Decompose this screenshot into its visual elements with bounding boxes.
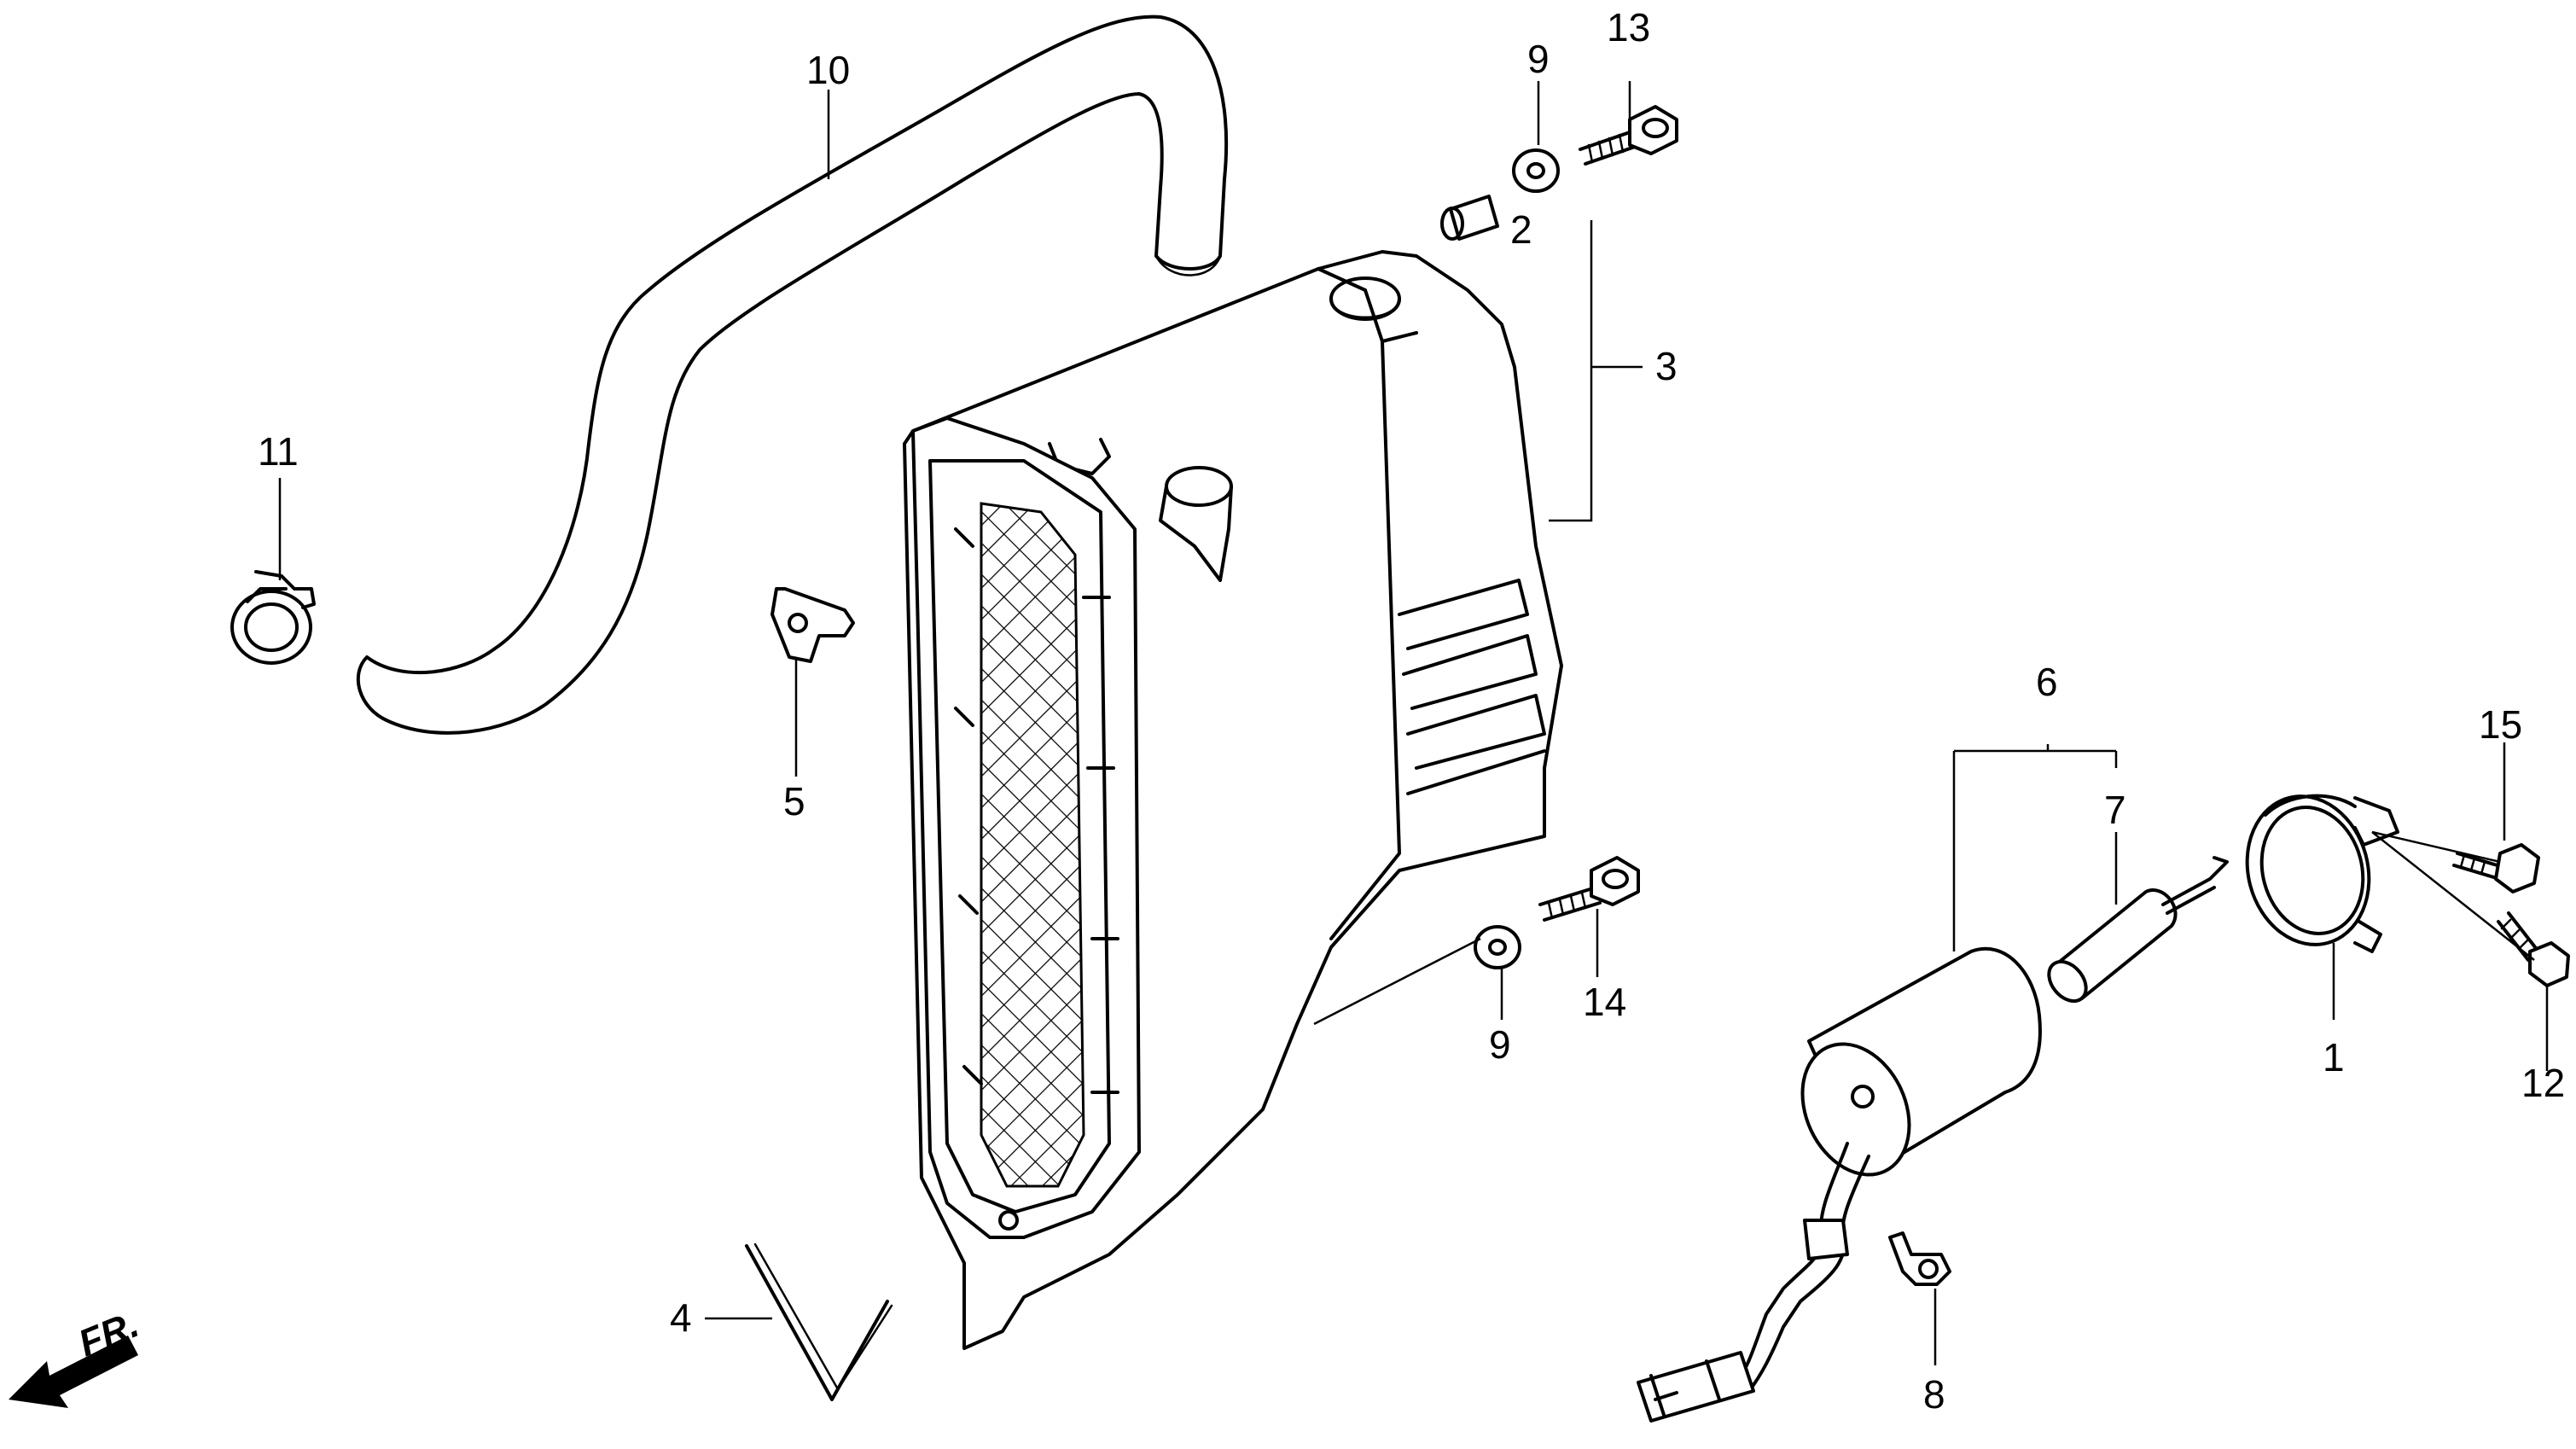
collar-2 xyxy=(1440,195,1499,241)
wire-4 xyxy=(745,1242,893,1401)
callout-9-bottom: 9 xyxy=(1489,1022,1511,1067)
callout-12: 12 xyxy=(2521,1061,2565,1105)
front-arrow-icon xyxy=(9,1336,138,1408)
callout-2: 2 xyxy=(1510,207,1532,252)
callout-13: 13 xyxy=(1607,5,1650,49)
callout-11: 11 xyxy=(258,429,299,474)
clip-5 xyxy=(770,587,855,663)
callout-6: 6 xyxy=(2036,660,2058,704)
drain-container-6 xyxy=(1637,946,2042,1423)
washer-9-bottom xyxy=(1474,925,1521,969)
callout-10: 10 xyxy=(806,48,850,92)
washer-9-top xyxy=(1512,148,1560,193)
callout-4: 4 xyxy=(670,1295,692,1340)
callout-5: 5 xyxy=(783,779,805,823)
callout-7: 7 xyxy=(2104,788,2126,832)
screw-15 xyxy=(2452,843,2540,893)
leader-lines xyxy=(278,81,2549,1365)
callout-15: 15 xyxy=(2479,702,2522,747)
bolt-13 xyxy=(1579,105,1678,166)
breather-hose xyxy=(356,15,1229,735)
callout-1: 1 xyxy=(2323,1035,2345,1079)
bolt-14 xyxy=(1538,856,1640,922)
clip-8 xyxy=(1888,1231,1951,1286)
callout-8: 8 xyxy=(1923,1372,1945,1417)
front-direction-indicator: FR. xyxy=(9,1303,144,1408)
callout-9-top: 9 xyxy=(1527,37,1550,81)
callout-14: 14 xyxy=(1583,980,1626,1024)
screw-12 xyxy=(2497,911,2570,987)
callout-3: 3 xyxy=(1655,344,1678,388)
band-clamp-1 xyxy=(2245,794,2399,953)
drain-plug-7 xyxy=(2047,856,2229,1004)
callout-labels: 10 11 5 4 9 13 2 3 9 14 6 7 1 15 12 8 xyxy=(258,5,2565,1417)
air-cleaner-case xyxy=(903,250,1563,1350)
hose-clamp-left xyxy=(230,570,316,665)
